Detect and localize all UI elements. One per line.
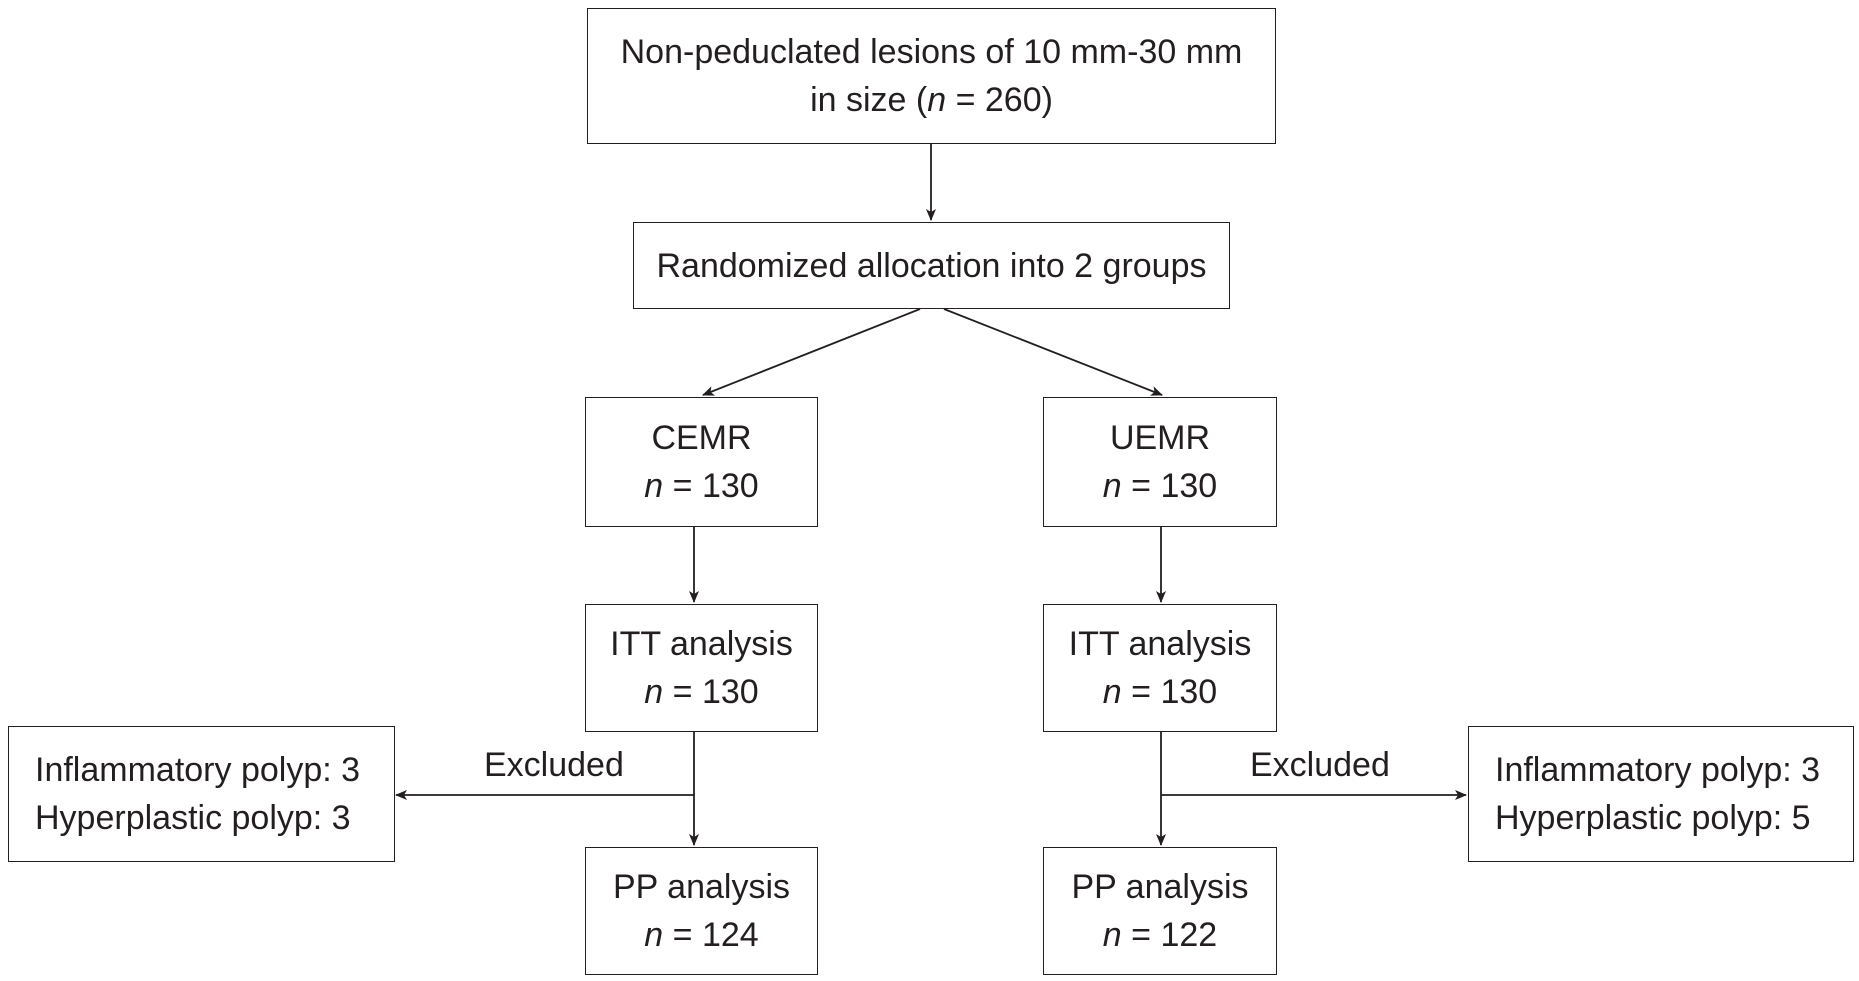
uemr-title: UEMR xyxy=(1109,419,1211,457)
pp-right-title: PP analysis xyxy=(1071,868,1249,906)
excluded-left-box: Inflammatory polyp: 3 Hyperplastic polyp… xyxy=(8,726,395,862)
excluded-left-line2: Hyperplastic polyp: 3 xyxy=(35,799,351,837)
randomization-box: Randomized allocation into 2 groups xyxy=(633,222,1230,309)
randomization-text: Randomized allocation into 2 groups xyxy=(656,246,1207,285)
enrollment-box: Non-peduclated lesions of 10 mm-30 mm in… xyxy=(587,8,1276,144)
arrow-randomized-to-cemr xyxy=(702,308,921,396)
uemr-n: n = 130 xyxy=(1102,467,1218,505)
pp-right-n: n = 122 xyxy=(1102,916,1218,954)
pp-left-n: n = 124 xyxy=(644,916,759,954)
pp-left-box: PP analysis n = 124 xyxy=(585,847,818,975)
excluded-right-box: Inflammatory polyp: 3 Hyperplastic polyp… xyxy=(1468,726,1854,862)
uemr-box: UEMR n = 130 xyxy=(1043,397,1277,527)
cemr-n: n = 130 xyxy=(644,467,759,505)
excluded-right-line2: Hyperplastic polyp: 5 xyxy=(1495,799,1811,837)
excluded-left-label: Excluded xyxy=(484,746,624,784)
enrollment-line2: in size (n = 260) xyxy=(810,81,1053,119)
itt-left-title: ITT analysis xyxy=(610,625,793,663)
cemr-title: CEMR xyxy=(651,419,752,457)
pp-right-box: PP analysis n = 122 xyxy=(1043,847,1277,975)
itt-right-title: ITT analysis xyxy=(1068,625,1252,663)
enrollment-line1: Non-peduclated lesions of 10 mm-30 mm xyxy=(620,33,1243,71)
itt-left-box: ITT analysis n = 130 xyxy=(585,604,818,732)
itt-left-n: n = 130 xyxy=(644,673,759,711)
itt-right-box: ITT analysis n = 130 xyxy=(1043,604,1277,732)
excluded-right-line1: Inflammatory polyp: 3 xyxy=(1495,751,1821,789)
pp-left-title: PP analysis xyxy=(612,868,791,906)
cemr-box: CEMR n = 130 xyxy=(585,397,818,527)
arrow-randomized-to-uemr xyxy=(943,308,1163,396)
excluded-left-line1: Inflammatory polyp: 3 xyxy=(35,751,361,789)
excluded-right-label: Excluded xyxy=(1250,746,1390,784)
itt-right-n: n = 130 xyxy=(1102,673,1218,711)
